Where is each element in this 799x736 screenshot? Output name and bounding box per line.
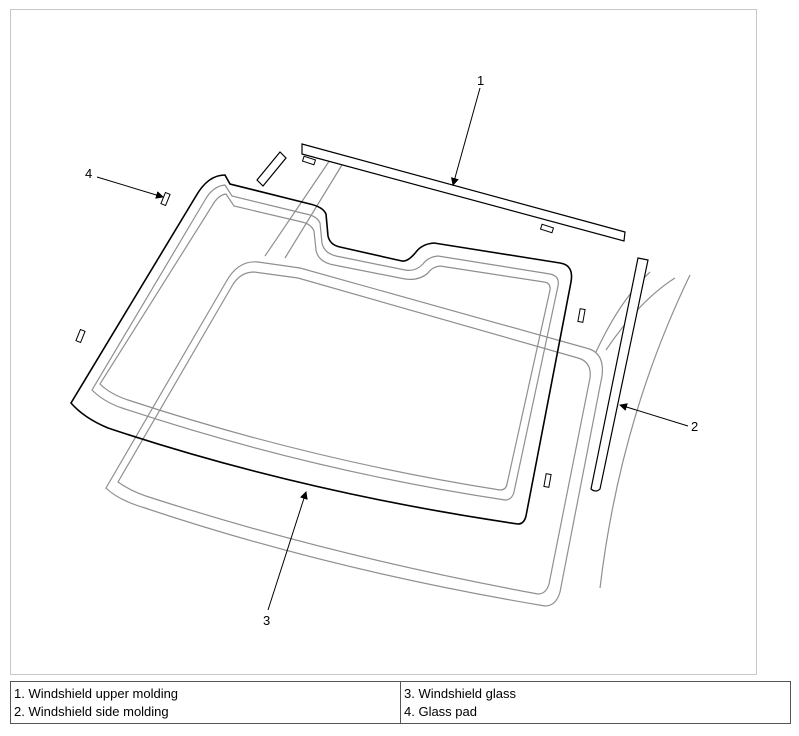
callout-4: 4 (85, 166, 92, 181)
left-pillar-trim (256, 151, 287, 187)
glass-pad (577, 308, 586, 323)
legend-cell-left: 1. Windshield upper molding 2. Windshiel… (10, 681, 401, 724)
glass-pad (301, 155, 317, 166)
leader-line-4 (96, 176, 164, 199)
body-opening-outer (105, 261, 604, 607)
windshield-ceramic-border-inner (99, 193, 551, 491)
a-pillar-left-line (264, 159, 331, 257)
body-side-line (599, 274, 691, 589)
legend-item: 4. Glass pad (404, 704, 477, 719)
windshield-glass-outline (70, 174, 573, 525)
body-opening-inner (117, 271, 591, 595)
glass-pad (75, 328, 86, 344)
legend-cell-right: 3. Windshield glass 4. Glass pad (400, 681, 791, 724)
callout-2: 2 (691, 419, 698, 434)
legend-item: 2. Windshield side molding (14, 704, 169, 719)
callout-1: 1 (477, 73, 484, 88)
glass-pad (539, 223, 555, 234)
windshield-exploded-diagram: 1 2 3 4 (70, 73, 698, 628)
leader-line-1 (451, 87, 481, 186)
legend-table: 1. Windshield upper molding 2. Windshiel… (10, 681, 791, 724)
figure-frame (10, 9, 757, 675)
leader-line-2 (619, 403, 689, 427)
leader-lines (96, 87, 689, 611)
glass-pad (160, 191, 171, 207)
windshield-upper-molding (301, 143, 626, 242)
windshield-glass (70, 174, 573, 525)
glass-pad (543, 473, 552, 488)
windshield-side-molding (590, 257, 649, 492)
callout-3: 3 (263, 613, 270, 628)
legend-item: 3. Windshield glass (404, 686, 516, 701)
glass-pads (75, 155, 586, 488)
windshield-ceramic-border (91, 184, 559, 501)
a-pillar-left-line-2 (284, 159, 346, 259)
leader-line-3 (267, 491, 308, 611)
a-pillar-right-line-2 (605, 277, 676, 351)
legend-item: 1. Windshield upper molding (14, 686, 179, 701)
legend-row: 1. Windshield upper molding 2. Windshiel… (10, 681, 791, 724)
